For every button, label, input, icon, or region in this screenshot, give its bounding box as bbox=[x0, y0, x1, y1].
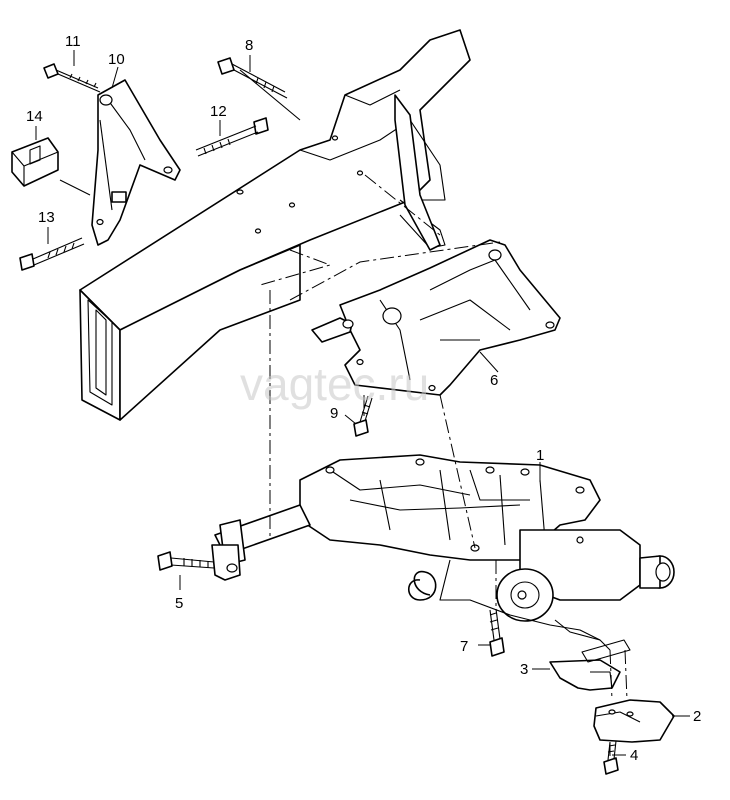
part-4-screw bbox=[603, 740, 619, 775]
part-10-bracket bbox=[91, 79, 181, 246]
callout-10: 10 bbox=[108, 51, 125, 68]
part-12-bolt bbox=[195, 117, 269, 157]
part-5-bolt bbox=[157, 551, 215, 571]
callout-7: 7 bbox=[460, 638, 468, 655]
leader-lines bbox=[35, 50, 690, 756]
alignment-lines bbox=[259, 174, 628, 760]
watermark-text: vagtec.ru bbox=[240, 358, 429, 410]
callout-8: 8 bbox=[245, 37, 253, 54]
callout-4: 4 bbox=[630, 747, 638, 764]
callout-13: 13 bbox=[38, 209, 55, 226]
part-7-screw bbox=[489, 608, 505, 657]
callout-5: 5 bbox=[175, 595, 183, 612]
callout-6: 6 bbox=[490, 372, 498, 389]
part-6-mounting-bracket bbox=[311, 239, 561, 396]
callout-12: 12 bbox=[210, 103, 227, 120]
part-8-bolt bbox=[217, 57, 288, 99]
callout-labels: 1 2 3 4 5 6 7 8 9 10 11 12 13 14 bbox=[26, 33, 701, 764]
part-3-bracket bbox=[549, 639, 631, 691]
callout-2: 2 bbox=[693, 708, 701, 725]
part-11-bolt bbox=[43, 63, 101, 93]
cross-member-beam bbox=[59, 29, 471, 421]
part-2-cover bbox=[593, 699, 675, 743]
callout-11: 11 bbox=[65, 33, 81, 50]
part-1-steering-column bbox=[211, 454, 675, 651]
part-14-clip bbox=[11, 137, 59, 187]
part-13-bolt bbox=[19, 237, 85, 271]
callout-1: 1 bbox=[536, 447, 544, 464]
callout-9: 9 bbox=[330, 405, 338, 422]
callout-14: 14 bbox=[26, 108, 43, 125]
callout-3: 3 bbox=[520, 661, 528, 678]
